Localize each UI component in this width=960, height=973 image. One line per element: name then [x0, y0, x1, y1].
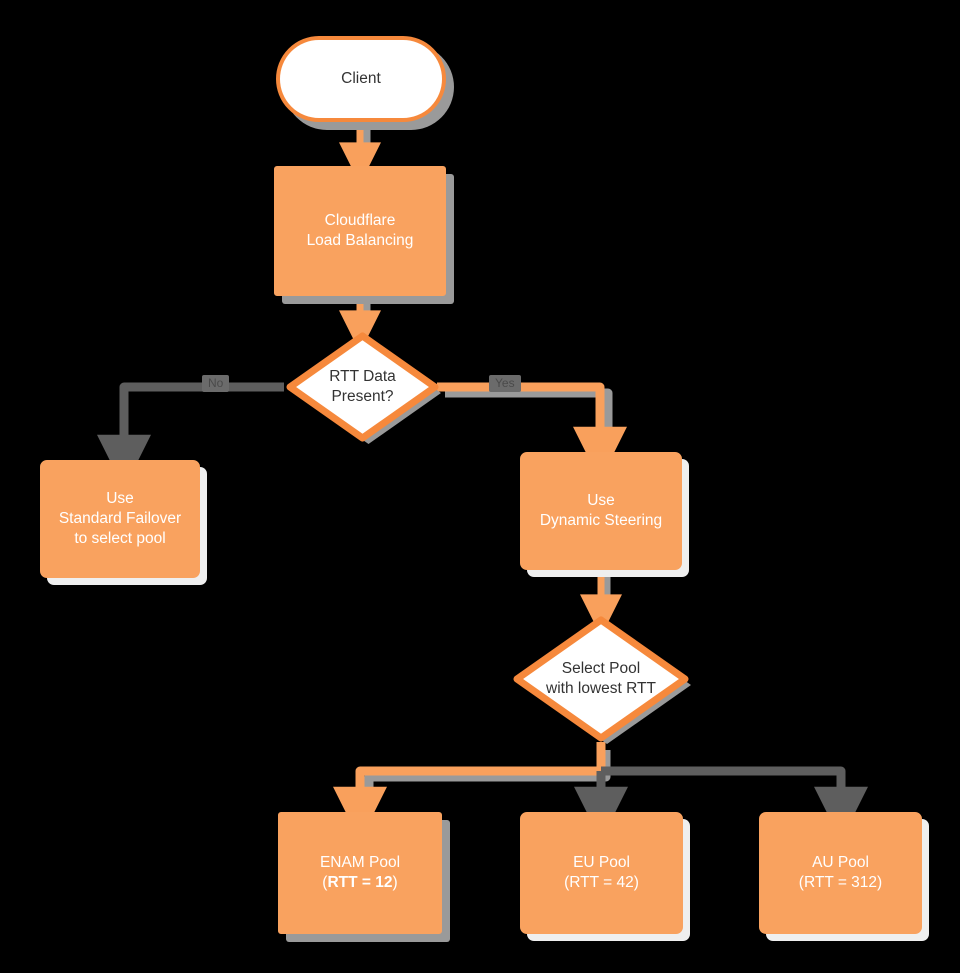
node-standard-failover-label: Use Standard Failover to select pool	[58, 490, 182, 547]
node-enam-pool-rtt-value: RTT = 12	[327, 874, 393, 891]
node-standard-failover[interactable]: Use Standard Failover to select pool	[40, 460, 200, 578]
node-cloudflare-load-balancing[interactable]: Cloudflare Load Balancing	[274, 166, 446, 296]
node-client-label: Client	[341, 70, 381, 88]
edge-rtt-no-to-failover	[97, 382, 284, 489]
node-select-pool-decision[interactable]: Select Pool with lowest RTT	[511, 614, 691, 744]
edge-label-yes: Yes	[489, 375, 521, 393]
edge-select-to-enam	[333, 742, 606, 841]
diamond-shape	[513, 616, 691, 744]
diamond-shape	[286, 332, 441, 444]
node-dynamic-steering[interactable]: Use Dynamic Steering	[520, 452, 682, 570]
node-eu-pool[interactable]: EU Pool (RTT = 42)	[520, 812, 683, 934]
node-rtt-data-present-decision[interactable]: RTT Data Present?	[284, 330, 441, 444]
node-select-pool-label: Select Pool with lowest RTT	[546, 660, 656, 697]
node-enam-pool-label: ENAM Pool	[319, 854, 401, 872]
node-dynamic-steering-label: Use Dynamic Steering	[539, 492, 663, 529]
node-enam-pool-rtt-close: )	[392, 874, 398, 891]
edge-label-no: No	[202, 375, 230, 393]
node-enam-pool-rtt: (RTT = 12)	[322, 873, 397, 893]
node-au-pool-label: AU Pool	[812, 854, 869, 872]
node-eu-pool-label: EU Pool	[573, 854, 630, 872]
node-enam-pool[interactable]: ENAM Pool (RTT = 12)	[278, 812, 442, 934]
node-au-pool-rtt: (RTT = 312)	[798, 874, 883, 891]
node-rtt-data-present-label: RTT Data Present?	[329, 368, 396, 405]
node-cloudflare-load-balancing-label: Cloudflare Load Balancing	[306, 212, 414, 249]
node-enam-pool-rtt-open: (	[322, 874, 328, 891]
node-eu-pool-rtt: (RTT = 42)	[564, 874, 639, 891]
node-client[interactable]: Client	[276, 36, 446, 122]
node-au-pool[interactable]: AU Pool (RTT = 312)	[759, 812, 922, 934]
edge-select-to-au	[601, 766, 869, 841]
